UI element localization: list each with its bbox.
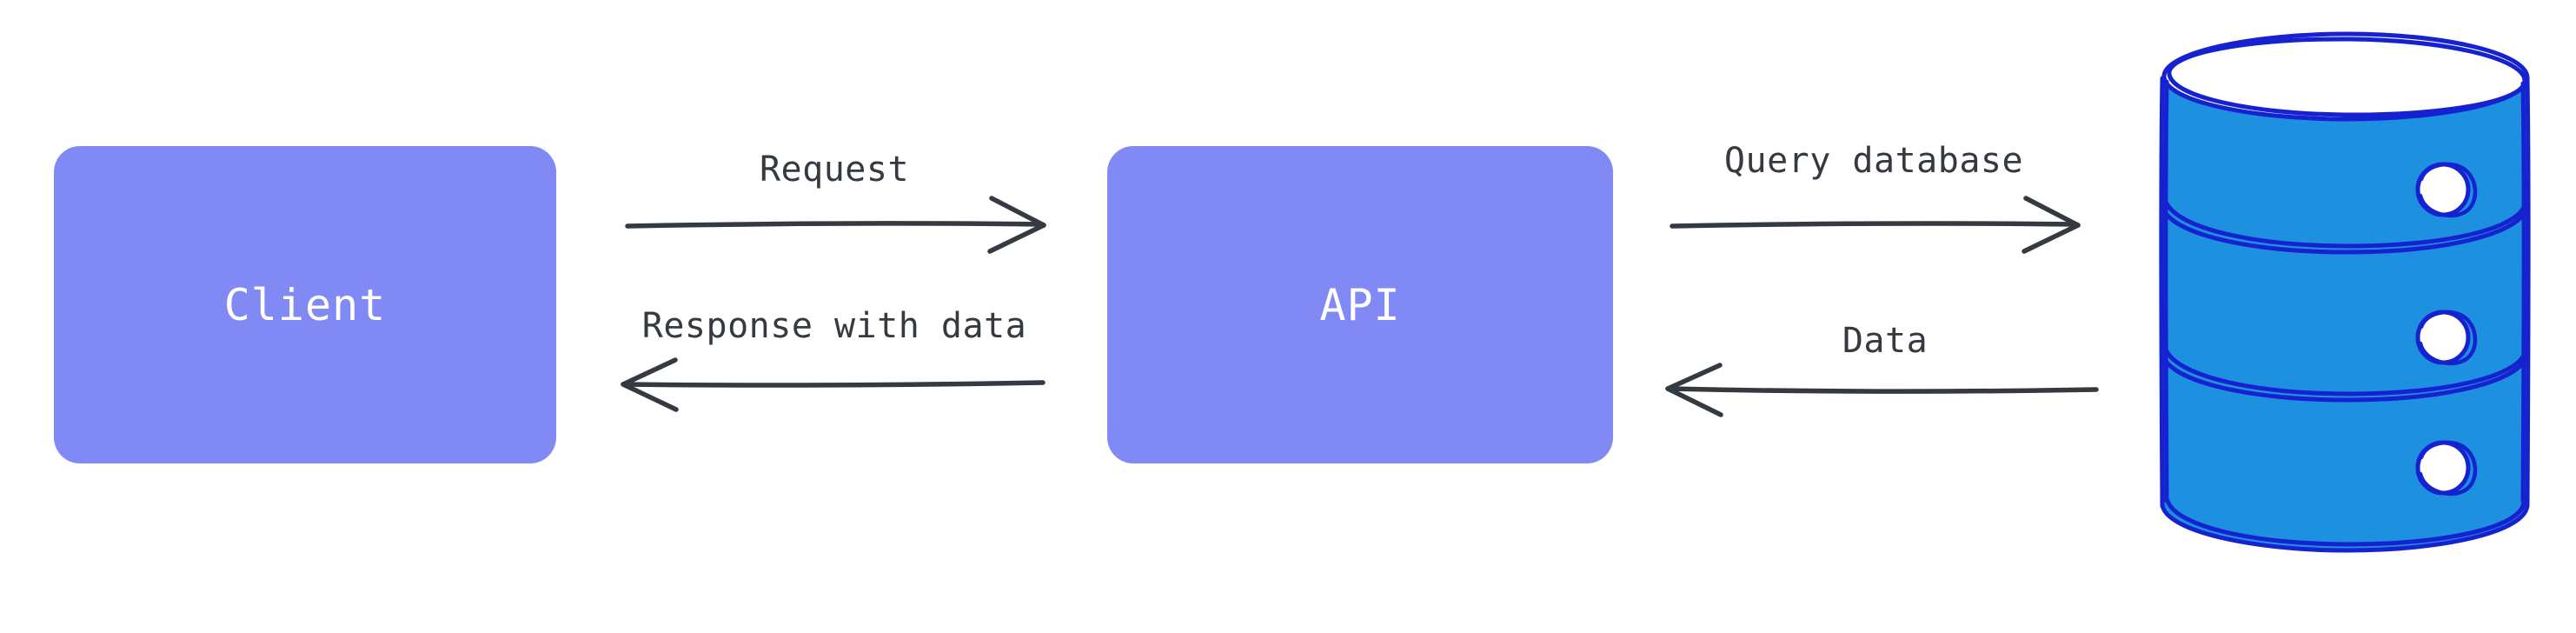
edge-label-query: Query database [1723,141,2024,181]
edge-label-request: Request [759,150,910,190]
node-client[interactable]: Client [54,146,556,463]
database-port-icon-1 [2415,162,2478,218]
edge-label-data: Data [1842,321,1929,361]
edge-label-response: Response with data [641,306,1027,346]
arrow-request [625,196,1046,254]
arrow-data [1665,363,2099,417]
database-port-icons [2415,162,2478,496]
arrow-query-database [1670,196,2081,254]
node-api[interactable]: API [1107,146,1613,463]
database-port-icon-2 [2415,310,2478,366]
database-outline [2159,31,2531,553]
database-body [2162,35,2527,551]
node-client-label: Client [223,279,387,330]
node-api-label: API [1319,279,1401,330]
arrow-response [621,357,1046,412]
node-database[interactable] [2138,17,2546,574]
database-port-icon-3 [2415,440,2478,496]
